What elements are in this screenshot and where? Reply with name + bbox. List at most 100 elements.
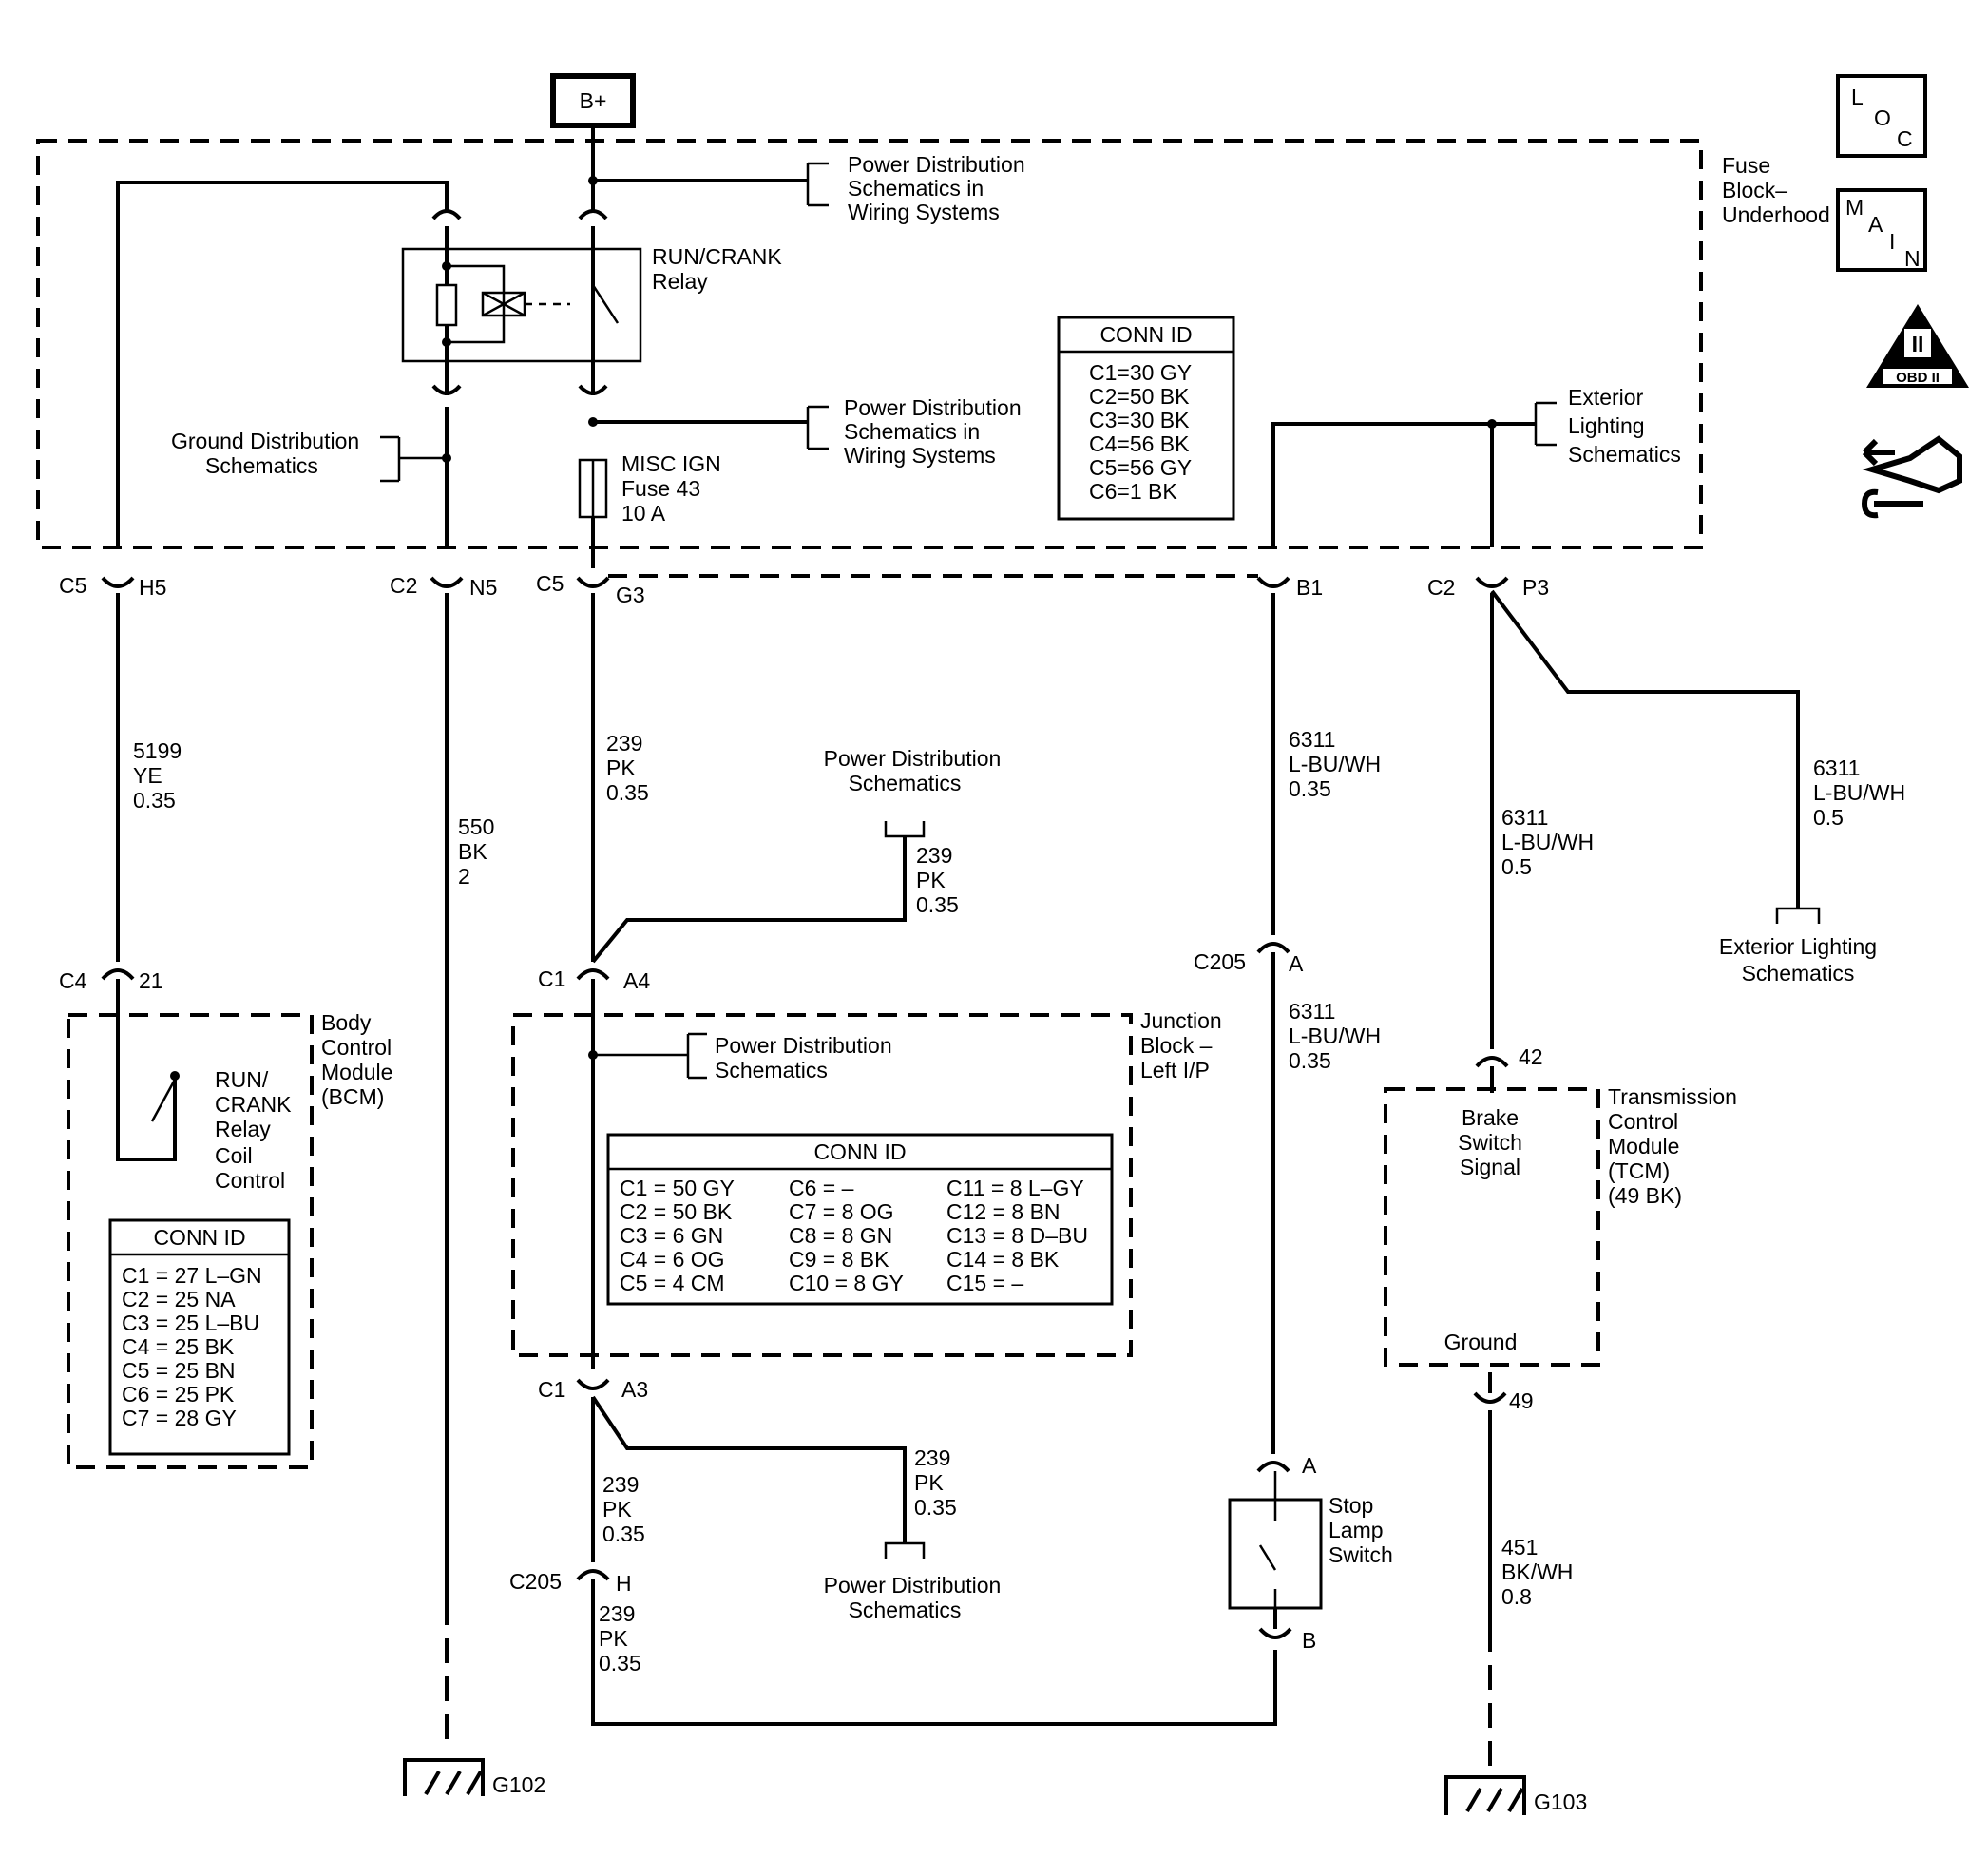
svg-text:RUN/: RUN/ <box>215 1067 269 1092</box>
svg-text:Lamp: Lamp <box>1329 1518 1384 1542</box>
svg-text:Schematics: Schematics <box>1568 442 1681 467</box>
svg-text:451: 451 <box>1501 1535 1538 1560</box>
wire-6311-d-label: 6311 L-BU/WH 0.35 <box>1289 999 1381 1073</box>
svg-text:Schematics: Schematics <box>205 453 318 478</box>
ground-distribution-label: Ground Distribution Schematics <box>171 429 359 478</box>
exterior-lighting-2-label: Exterior Lighting Schematics <box>1719 934 1877 986</box>
svg-text:Relay: Relay <box>652 269 708 294</box>
svg-text:Wiring Systems: Wiring Systems <box>844 443 996 468</box>
svg-text:C4 = 25 BK: C4 = 25 BK <box>122 1334 235 1359</box>
tcm-label: Transmission Control Module (TCM) (49 BK… <box>1608 1084 1737 1208</box>
svg-text:C4 = 6 OG: C4 = 6 OG <box>620 1247 725 1272</box>
pds-wiring-top-label: Power Distribution Schematics in Wiring … <box>848 152 1025 224</box>
svg-text:B: B <box>1302 1628 1316 1653</box>
connector-wrench-icon[interactable] <box>1862 435 1962 519</box>
svg-text:C5 = 4 CM: C5 = 4 CM <box>620 1271 725 1295</box>
svg-text:CONN ID: CONN ID <box>153 1225 245 1250</box>
fuse-block-label: Fuse Block– Underhood <box>1722 153 1830 227</box>
svg-text:L: L <box>1851 85 1864 109</box>
wire-451-label: 451 BK/WH 0.8 <box>1501 1535 1573 1609</box>
svg-text:C12 = 8 BN: C12 = 8 BN <box>946 1199 1061 1224</box>
svg-text:Schematics: Schematics <box>1742 961 1855 986</box>
svg-text:A: A <box>1302 1453 1317 1478</box>
svg-text:239: 239 <box>914 1445 950 1470</box>
svg-text:239: 239 <box>916 843 952 868</box>
svg-text:C14 = 8 BK: C14 = 8 BK <box>946 1247 1060 1272</box>
svg-text:OBD II: OBD II <box>1896 370 1940 386</box>
svg-text:A: A <box>1868 212 1883 237</box>
svg-text:Control: Control <box>215 1168 285 1193</box>
svg-text:Switch: Switch <box>1458 1130 1522 1155</box>
svg-text:M: M <box>1845 195 1864 220</box>
svg-text:C5: C5 <box>59 573 86 598</box>
pds-a-label: Power Distribution Schematics <box>824 746 1002 795</box>
svg-text:C10 = 8 GY: C10 = 8 GY <box>789 1271 904 1295</box>
svg-text:Exterior: Exterior <box>1568 385 1644 410</box>
svg-text:0.5: 0.5 <box>1813 805 1844 830</box>
svg-text:Block–: Block– <box>1722 178 1787 202</box>
svg-text:C5: C5 <box>536 571 564 596</box>
main-view-button[interactable]: M A I N <box>1836 188 1927 272</box>
svg-text:B1: B1 <box>1296 575 1323 600</box>
svg-text:L-BU/WH: L-BU/WH <box>1813 780 1905 805</box>
location-view-button[interactable]: L O C <box>1836 74 1927 158</box>
svg-text:2: 2 <box>458 864 470 889</box>
svg-text:C5=56 GY: C5=56 GY <box>1089 455 1192 480</box>
obd-ii-icon[interactable]: II OBD II <box>1866 304 1969 388</box>
svg-text:C6=1 BK: C6=1 BK <box>1089 479 1177 504</box>
svg-text:5199: 5199 <box>133 738 182 763</box>
svg-text:0.35: 0.35 <box>916 892 959 917</box>
svg-text:239: 239 <box>599 1601 635 1626</box>
svg-text:C9 = 8 BK: C9 = 8 BK <box>789 1247 889 1272</box>
bcm-relay-coil-control-label: RUN/ CRANK Relay Coil Control <box>215 1067 292 1193</box>
svg-text:C8 = 8 GN: C8 = 8 GN <box>789 1223 892 1248</box>
svg-text:PK: PK <box>914 1470 944 1495</box>
svg-text:0.5: 0.5 <box>1501 854 1532 879</box>
svg-text:0.35: 0.35 <box>1289 1048 1331 1073</box>
svg-text:Power Distribution: Power Distribution <box>844 395 1022 420</box>
svg-text:Relay: Relay <box>215 1117 271 1141</box>
svg-text:B+: B+ <box>580 88 607 113</box>
svg-text:C4=56 BK: C4=56 BK <box>1089 431 1190 456</box>
svg-text:Junction: Junction <box>1140 1008 1222 1033</box>
svg-text:P3: P3 <box>1522 575 1549 600</box>
svg-text:Body: Body <box>321 1010 372 1035</box>
svg-text:I: I <box>1889 229 1895 254</box>
svg-text:Lighting: Lighting <box>1568 413 1645 438</box>
svg-text:10 A: 10 A <box>621 501 666 526</box>
svg-text:Control: Control <box>1608 1109 1678 1134</box>
svg-text:PK: PK <box>599 1626 628 1651</box>
exterior-lighting-label: Exterior Lighting Schematics <box>1568 385 1681 467</box>
svg-text:RUN/CRANK: RUN/CRANK <box>652 244 782 269</box>
svg-text:Switch: Switch <box>1329 1542 1393 1567</box>
svg-text:C11 = 8 L–GY: C11 = 8 L–GY <box>946 1176 1084 1200</box>
svg-text:C2 = 25 NA: C2 = 25 NA <box>122 1287 236 1311</box>
tcm-ground-label: Ground <box>1444 1330 1518 1354</box>
svg-text:C7 = 28 GY: C7 = 28 GY <box>122 1406 237 1430</box>
svg-text:O: O <box>1874 105 1891 130</box>
junction-block-pds-label: Power Distribution Schematics <box>715 1033 892 1082</box>
svg-text:Fuse 43: Fuse 43 <box>621 476 700 501</box>
svg-text:Schematics: Schematics <box>715 1058 828 1082</box>
svg-text:Power Distribution: Power Distribution <box>715 1033 892 1058</box>
wire-239-d-label: 239 PK 0.35 <box>602 1472 645 1546</box>
svg-text:G103: G103 <box>1534 1790 1587 1814</box>
svg-text:C4: C4 <box>59 968 87 993</box>
svg-text:C5 = 25 BN: C5 = 25 BN <box>122 1358 236 1383</box>
svg-text:Signal: Signal <box>1460 1155 1520 1179</box>
svg-text:6311: 6311 <box>1501 805 1548 830</box>
svg-text:CONN ID: CONN ID <box>813 1139 906 1164</box>
svg-text:Wiring Systems: Wiring Systems <box>848 200 1000 224</box>
svg-text:G102: G102 <box>492 1772 545 1797</box>
svg-text:Block –: Block – <box>1140 1033 1213 1058</box>
svg-text:II: II <box>1912 332 1924 356</box>
svg-text:Module: Module <box>321 1060 392 1084</box>
svg-text:H5: H5 <box>139 575 166 600</box>
relay-label: RUN/CRANK Relay <box>652 244 782 294</box>
run-crank-relay <box>401 247 642 363</box>
svg-text:MISC IGN: MISC IGN <box>621 451 721 476</box>
svg-text:49: 49 <box>1509 1388 1534 1413</box>
svg-text:Power Distribution: Power Distribution <box>824 1573 1002 1598</box>
svg-text:C3 = 6 GN: C3 = 6 GN <box>620 1223 723 1248</box>
